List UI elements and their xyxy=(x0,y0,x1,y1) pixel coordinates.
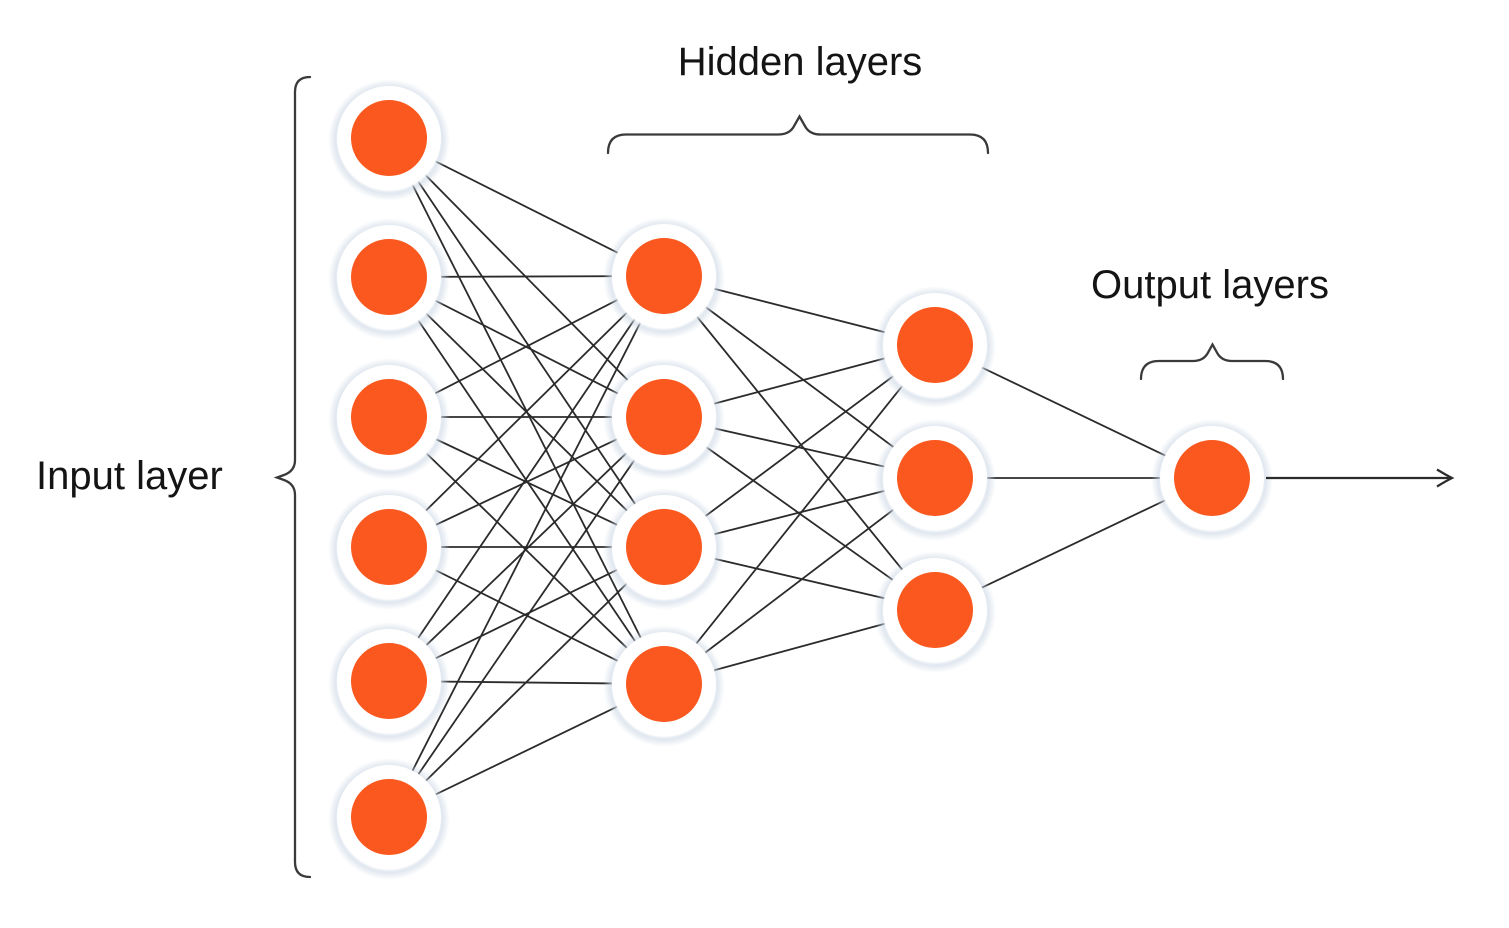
node-input-5 xyxy=(328,622,450,744)
edge-input-5-hidden-1-2 xyxy=(388,416,665,682)
node-core xyxy=(897,440,973,516)
node-core xyxy=(626,646,702,722)
node-output-1 xyxy=(1151,419,1273,541)
node-hidden-2-3 xyxy=(874,551,996,673)
nodes-group xyxy=(328,79,1273,880)
node-core xyxy=(351,509,427,585)
node-hidden-2-2 xyxy=(874,419,996,541)
node-input-2 xyxy=(328,218,450,340)
node-core xyxy=(351,100,427,176)
node-hidden-1-2 xyxy=(603,358,725,480)
node-core xyxy=(897,307,973,383)
node-core xyxy=(626,379,702,455)
node-core xyxy=(351,379,427,455)
node-hidden-1-4 xyxy=(603,625,725,747)
node-core xyxy=(351,643,427,719)
edge-hidden-1-1-hidden-2-3 xyxy=(663,275,936,611)
node-core xyxy=(626,509,702,585)
edge-input-5-hidden-1-1 xyxy=(388,275,665,682)
edges-group xyxy=(388,137,1213,818)
node-hidden-1-3 xyxy=(603,488,725,610)
output-layers-brace xyxy=(1139,342,1285,381)
node-input-3 xyxy=(328,358,450,480)
node-core xyxy=(1174,440,1250,516)
node-core xyxy=(626,238,702,314)
edge-input-2-hidden-1-4 xyxy=(388,276,665,685)
node-input-4 xyxy=(328,488,450,610)
edge-input-6-hidden-1-2 xyxy=(388,416,665,818)
node-core xyxy=(897,572,973,648)
edge-input-1-hidden-1-2 xyxy=(388,137,665,418)
node-core xyxy=(351,779,427,855)
edge-input-6-hidden-1-1 xyxy=(388,275,665,818)
output-arrowhead xyxy=(1436,468,1455,488)
node-input-6 xyxy=(328,758,450,880)
input-layer-brace xyxy=(273,75,312,879)
node-input-1 xyxy=(328,79,450,201)
hidden-layers-brace xyxy=(606,114,990,155)
edge-input-1-hidden-1-3 xyxy=(388,137,665,548)
node-core xyxy=(351,239,427,315)
edge-hidden-1-4-hidden-2-1 xyxy=(663,344,936,685)
output-arrow xyxy=(1266,468,1455,488)
edge-input-3-hidden-1-4 xyxy=(388,416,665,685)
edge-input-4-hidden-1-1 xyxy=(388,275,665,548)
node-hidden-1-1 xyxy=(603,217,725,339)
edge-input-6-hidden-1-3 xyxy=(388,546,665,818)
node-hidden-2-1 xyxy=(874,286,996,408)
